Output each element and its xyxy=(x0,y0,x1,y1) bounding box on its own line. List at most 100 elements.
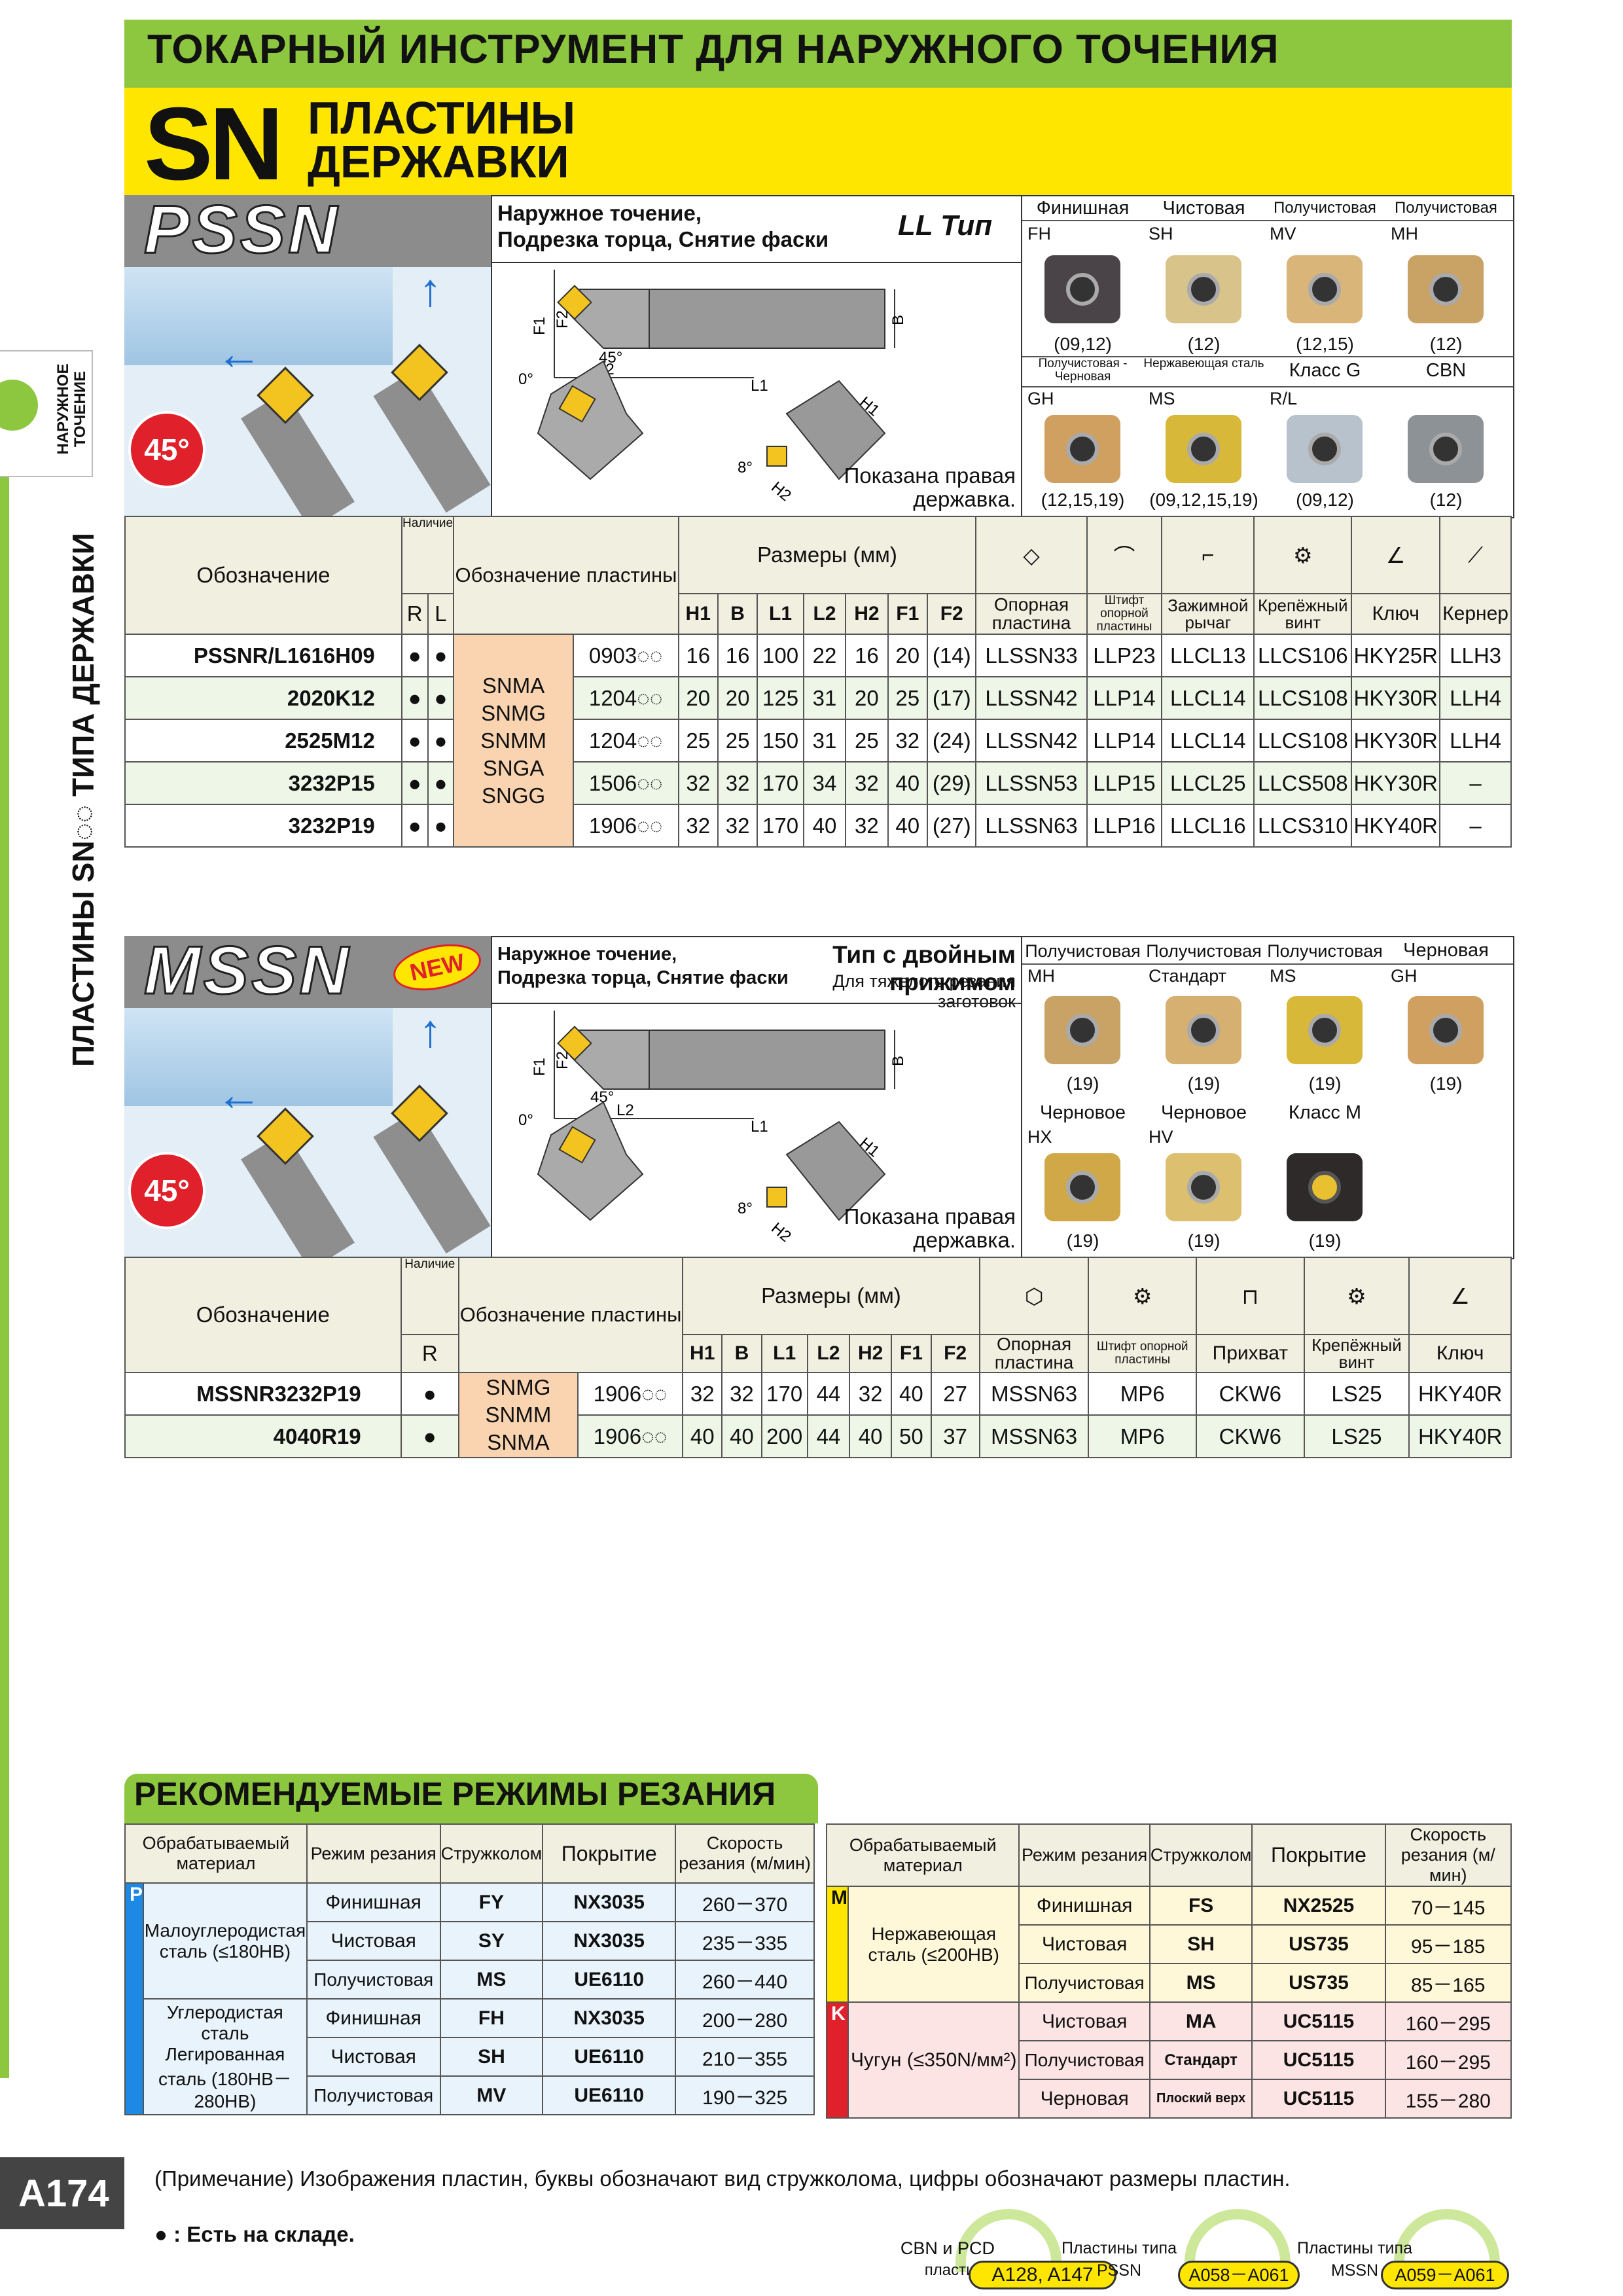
dim-h1: 16 xyxy=(677,634,719,677)
pssn-type-label: LL Тип xyxy=(898,209,993,242)
dim-l1: 125 xyxy=(757,676,804,720)
ref-1-pages-link[interactable]: A128, A147 xyxy=(969,2261,1116,2289)
cutting-mode: Получистовая xyxy=(1018,1963,1150,2003)
mssn-insert-1-sizes: (19) xyxy=(1066,1073,1099,1094)
pssn-insert-3-code: MV xyxy=(1270,224,1296,243)
dim-l1: 150 xyxy=(757,719,804,762)
cutting-hdr-breaker-right: Стружколом xyxy=(1149,1823,1253,1887)
cutting-mode: Получистовая xyxy=(306,1960,441,2000)
part-shim: LLSSN33 xyxy=(975,634,1088,677)
part-key: HKY30R xyxy=(1351,676,1441,720)
mssn-insert-ms-image xyxy=(1287,996,1363,1064)
cutting-mode: Чистовая xyxy=(1018,1924,1150,1964)
mssn-insert-hx-image xyxy=(1044,1153,1120,1221)
mssn-holder-name: MSSN xyxy=(143,932,351,1010)
cutting-breaker: FS xyxy=(1149,1886,1253,1926)
cutting-hdr-mode-right: Режим резания xyxy=(1018,1823,1150,1887)
part-screw: LS25 xyxy=(1303,1414,1410,1458)
insert-type: SNGA xyxy=(482,755,544,780)
part-punch: – xyxy=(1439,804,1512,848)
pssn-part-shim: Опорная пластина xyxy=(975,593,1088,635)
cutting-coating: UC5115 xyxy=(1251,2079,1386,2119)
pssn-part-icon-key: ∠ xyxy=(1351,516,1441,594)
pssn-dim-h1: H1 xyxy=(677,593,719,635)
mssn-col-insert: Обозначение пластины xyxy=(457,1257,684,1373)
dim-b: 32 xyxy=(717,761,758,805)
mssn-inserts-panel: Получистовая Получистовая Получистовая Ч… xyxy=(1021,936,1514,1259)
ref-2-pages-link[interactable]: A058－A061 xyxy=(1178,2261,1300,2289)
mssn-col-r: R xyxy=(400,1334,459,1373)
pssn-insert-1-header: Финишная xyxy=(1036,198,1130,219)
svg-text:B: B xyxy=(889,1056,907,1066)
pssn-insert-2-sizes: (12) xyxy=(1187,334,1221,354)
pssn-part-icon-punch: ⟋ xyxy=(1439,516,1512,594)
pssn-insert-sh-image xyxy=(1166,255,1241,323)
table-row: Углеродистая сталь Легированная сталь (1… xyxy=(125,1998,815,2115)
mssn-type-sub: Для тяжелого резания заготовок xyxy=(832,971,1016,1011)
cutting-mode: Черновая xyxy=(1018,2079,1150,2119)
cutting-speed: 160－295 xyxy=(1384,2040,1512,2080)
dim-b: 16 xyxy=(717,634,758,677)
cutting-coating: NX3035 xyxy=(542,1921,677,1961)
cutting-coating: UE6110 xyxy=(542,2075,677,2115)
dim-l2: 31 xyxy=(802,676,847,720)
cutting-coating: US735 xyxy=(1251,1963,1386,2003)
part-lever: LLCL14 xyxy=(1161,676,1255,720)
stock-dot: ● xyxy=(400,1414,459,1458)
cutting-mode: Чистовая xyxy=(306,2037,441,2077)
side-vertical-label: ПЛАСТИНЫ SN◌◌ ТИПА ДЕРЖАВКИ xyxy=(66,533,100,1067)
insert-size: 1906◌◌ xyxy=(577,1372,684,1416)
part-pin: LLP23 xyxy=(1086,634,1163,677)
mssn-dimension-diagram: F1 F2 B 45° L2 L1 0° H1 8° H2 xyxy=(518,1011,907,1246)
dim-l1: 170 xyxy=(760,1372,808,1416)
pssn-part-lever: Зажимной рычаг xyxy=(1161,593,1255,635)
part-shim: MSSN63 xyxy=(978,1372,1090,1416)
pssn-insert-2-header: Чистовая xyxy=(1162,198,1245,219)
pssn-designation: 2020K12 xyxy=(124,676,402,720)
table-row: Получистовая MV UE6110 190－325 xyxy=(125,2075,815,2115)
insert-type: SNMA xyxy=(482,673,545,698)
pssn-dim-l2: L2 xyxy=(802,593,847,635)
mssn-part-icon-shim: ⬡ xyxy=(978,1257,1090,1335)
mssn-col-dimensions: Размеры (мм) xyxy=(682,1257,980,1335)
dim-f1: 40 xyxy=(891,1372,932,1416)
mssn-insert-2-sizes: (19) xyxy=(1187,1073,1221,1094)
pssn-insert-types: SNMA SNMG SNMM SNGA SNGG xyxy=(453,634,574,848)
cutting-breaker: MS xyxy=(439,1960,544,2000)
table-row: PSSNR/L1616H09 ● ● SNMA SNMG SNMM SNGA S… xyxy=(124,634,1512,848)
cutting-material: Чугун (≤350N/мм²) xyxy=(847,2001,1020,2119)
cutting-coating: NX2525 xyxy=(1251,1886,1386,1926)
cutting-speed: 210－355 xyxy=(675,2037,815,2077)
pssn-dim-f2: F2 xyxy=(926,593,977,635)
pssn-diagram-panel: Наружное точение, Подрезка торца, Снятие… xyxy=(491,195,1024,518)
ref-3-pages-link[interactable]: A059－A061 xyxy=(1381,2261,1509,2289)
pssn-insert-ms-image xyxy=(1166,415,1241,483)
cutting-speed: 235－335 xyxy=(675,1921,815,1961)
part-key: HKY40R xyxy=(1408,1414,1512,1458)
part-shim: LLSSN53 xyxy=(975,761,1088,805)
table-row: Получистовая MS US735 85－165 xyxy=(827,1963,1512,2003)
mssn-angle-badge: 45° xyxy=(128,1152,205,1229)
mssn-col-designation: Обозначение xyxy=(124,1257,402,1373)
cutting-hdr-speed: Скорость резания (м/мин) xyxy=(675,1823,815,1884)
mssn-insert-types: SNMG SNMM SNMA xyxy=(457,1372,579,1458)
stock-dot: ● xyxy=(400,1372,459,1416)
part-pin: LLP16 xyxy=(1086,804,1163,848)
mssn-part-icon-screw: ⚙ xyxy=(1303,1257,1410,1335)
mssn-dim-b: B xyxy=(721,1334,762,1373)
pssn-designation: 3232P15 xyxy=(124,761,402,805)
part-shim: LLSSN42 xyxy=(975,719,1088,762)
cutting-breaker: SH xyxy=(1149,1924,1253,1964)
dim-f2: 37 xyxy=(930,1414,980,1458)
mssn-part-icon-clamp: ⊓ xyxy=(1196,1257,1305,1335)
table-row: MSSNR3232P19 ● SNMG SNMM SNMA 1906◌◌ 32 … xyxy=(124,1372,1512,1458)
pssn-insert-5-sizes: (12,15,19) xyxy=(1041,490,1125,510)
pssn-insert-3-sizes: (12,15) xyxy=(1296,334,1354,354)
dim-f1: 50 xyxy=(891,1414,932,1458)
dim-f1: 40 xyxy=(887,761,928,805)
part-key: HKY40R xyxy=(1351,804,1441,848)
stock-dot: ● xyxy=(401,761,429,805)
mssn-insert-3-code: MS xyxy=(1270,966,1296,986)
pssn-part-icon-pin: ⌒ xyxy=(1086,516,1163,594)
part-lever: LLCL14 xyxy=(1161,719,1255,762)
